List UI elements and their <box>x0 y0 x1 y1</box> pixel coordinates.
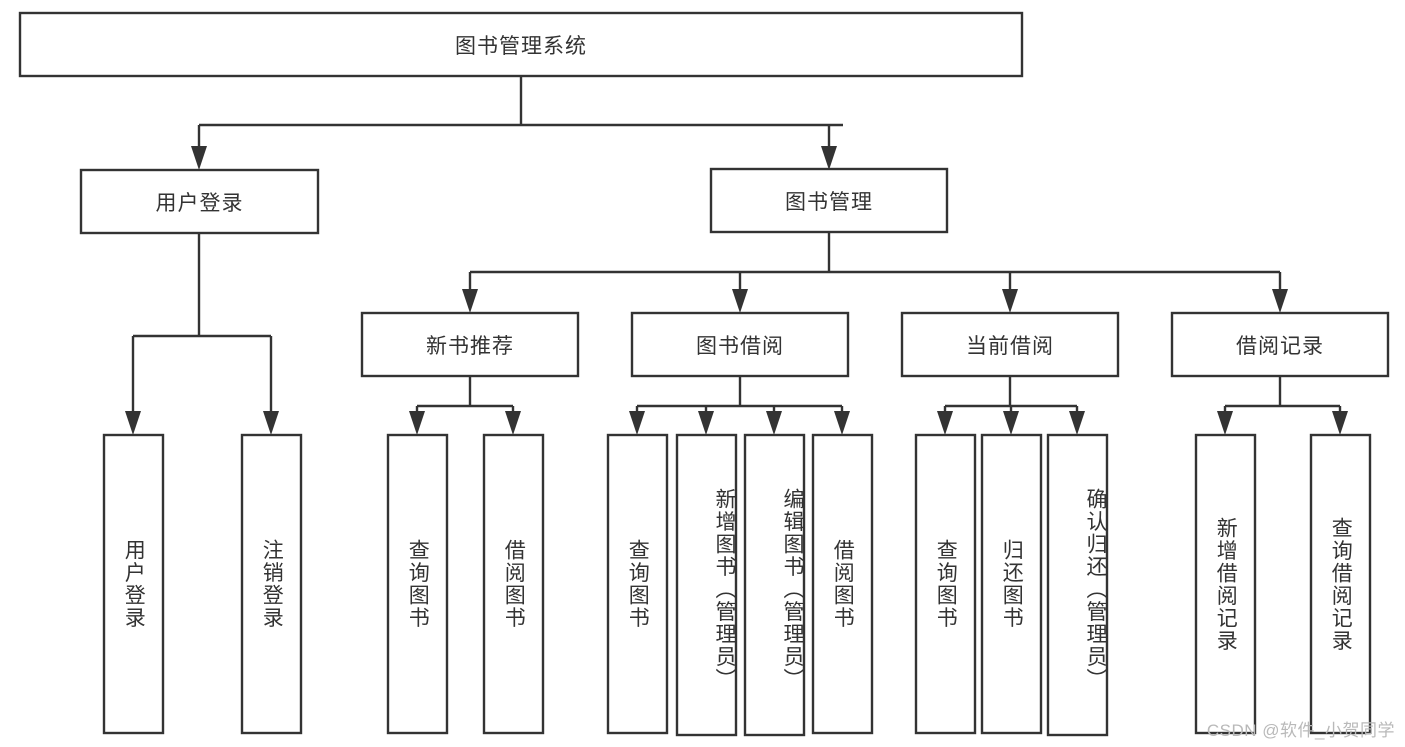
arrow-currentborrow-to-leaf2 <box>1003 411 1019 435</box>
node-leaf-edit-book[interactable] <box>743 433 806 737</box>
arrow-bookborrow-to-leaf1 <box>629 411 645 435</box>
node-leaf-add-record[interactable] <box>1194 433 1257 735</box>
node-book-borrow[interactable] <box>630 311 850 378</box>
arrow-newbook-to-leaf1 <box>409 411 425 435</box>
connectors <box>125 76 1348 435</box>
node-leaf-query-book-2[interactable] <box>606 433 669 735</box>
node-user-login[interactable] <box>79 168 320 235</box>
arrow-bookborrow-to-leaf3 <box>766 411 782 435</box>
node-leaf-query-book-3[interactable] <box>914 433 977 735</box>
node-leaf-return-book[interactable] <box>980 433 1043 735</box>
arrow-userlogin-to-leaf1 <box>125 411 141 435</box>
arrow-borrowrecord-to-leaf2 <box>1332 411 1348 435</box>
arrow-bookmanage-to-newbook <box>462 289 478 313</box>
node-leaf-user-login[interactable] <box>102 433 165 735</box>
arrow-bookmanage-to-bookborrow <box>732 289 748 313</box>
node-leaf-confirm-return[interactable] <box>1046 433 1109 737</box>
node-leaf-query-record[interactable] <box>1309 433 1372 735</box>
arrow-userlogin-to-leaf2 <box>263 411 279 435</box>
node-root[interactable] <box>18 11 1024 78</box>
node-new-book-rec[interactable] <box>360 311 580 378</box>
node-leaf-borrow-book-1[interactable] <box>482 433 545 735</box>
node-leaf-add-book[interactable] <box>675 433 738 737</box>
node-borrow-record[interactable] <box>1170 311 1390 378</box>
arrow-bookborrow-to-leaf4 <box>834 411 850 435</box>
arrow-root-to-book-manage <box>821 146 837 170</box>
arrow-bookmanage-to-borrowrecord <box>1272 289 1288 313</box>
node-book-manage[interactable] <box>709 167 949 234</box>
arrow-newbook-to-leaf2 <box>505 411 521 435</box>
arrow-bookmanage-to-currentborrow <box>1002 289 1018 313</box>
node-boxes <box>18 11 1390 737</box>
arrow-currentborrow-to-leaf3 <box>1069 411 1085 435</box>
node-leaf-query-book-1[interactable] <box>386 433 449 735</box>
arrow-root-to-user-login <box>191 146 207 170</box>
node-leaf-logout[interactable] <box>240 433 303 735</box>
arrow-currentborrow-to-leaf1 <box>937 411 953 435</box>
node-leaf-borrow-book-2[interactable] <box>811 433 874 735</box>
arrow-bookborrow-to-leaf2 <box>698 411 714 435</box>
node-current-borrow[interactable] <box>900 311 1120 378</box>
arrow-borrowrecord-to-leaf1 <box>1217 411 1233 435</box>
